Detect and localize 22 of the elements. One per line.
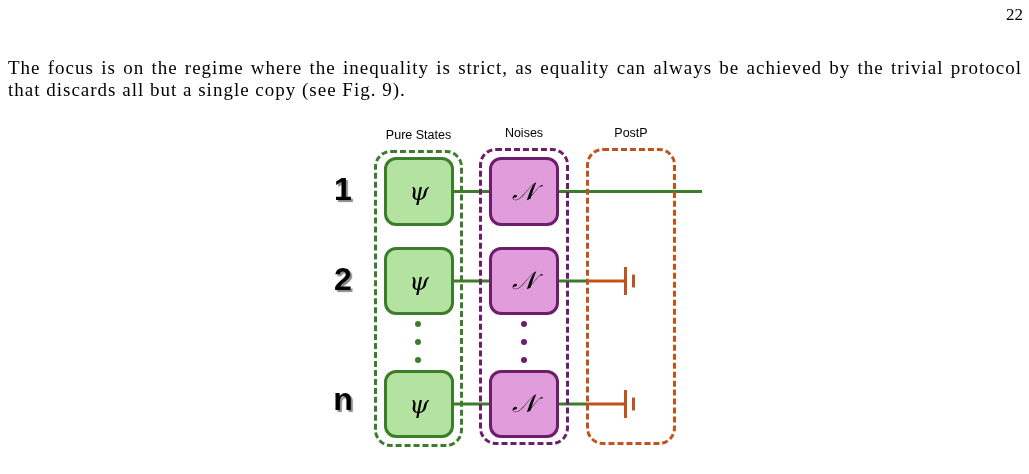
- group-label: Noises: [504, 126, 544, 140]
- row-label: n: [332, 380, 354, 418]
- row-label: 2: [333, 260, 353, 298]
- wire: [559, 190, 702, 193]
- wire: [454, 190, 489, 193]
- gate-box: ψ: [384, 370, 454, 438]
- wire: [559, 402, 624, 406]
- gate-box: 𝒩: [489, 157, 559, 226]
- group-label: PostP: [614, 126, 648, 140]
- wire: [454, 402, 489, 406]
- ground-icon: [624, 267, 635, 295]
- gate-box: ψ: [384, 247, 454, 315]
- row-label: 1: [333, 170, 353, 208]
- page-number: 22: [1005, 5, 1023, 25]
- ground-icon: [624, 390, 635, 418]
- gate-box: ψ: [384, 157, 454, 226]
- wire: [559, 279, 624, 283]
- wire: [454, 279, 489, 283]
- body-paragraph: The focus is on the regime where the inequality is strict, as equality can always be achieved by the trivial protocol that discards all but a single copy (see Fig. 9).: [8, 57, 1022, 101]
- gate-box: 𝒩: [489, 370, 559, 438]
- group-label: Pure States: [385, 128, 452, 142]
- gate-box: 𝒩: [489, 247, 559, 315]
